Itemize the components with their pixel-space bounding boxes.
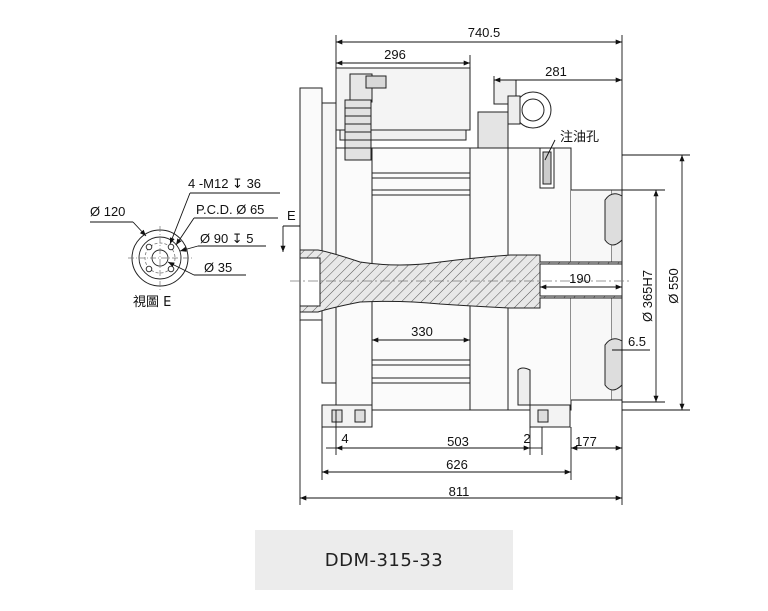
view-e-pcd: P.C.D. Ø 65 — [196, 202, 264, 217]
dim-top-left: 296 — [384, 47, 406, 62]
dim-6-5: 6.5 — [628, 334, 646, 349]
dim-503: 503 — [447, 434, 469, 449]
dim-177: 177 — [575, 434, 597, 449]
section-e-label: E — [287, 208, 296, 223]
dim-811: 811 — [449, 484, 470, 499]
model-label-box: DDM-315-33 — [255, 530, 513, 590]
dim-365: Ø 365H7 — [640, 270, 655, 322]
model-label: DDM-315-33 — [324, 549, 444, 571]
dim-626: 626 — [446, 457, 468, 472]
dim-330: 330 — [411, 324, 433, 339]
dimension-texts: 740.5 296 281 330 190 Ø 365H7 Ø 550 6.5 … — [287, 25, 681, 499]
view-e-dia-35: Ø 35 — [204, 260, 232, 275]
view-e-detail: 4 -M12 ↧ 36 Ø 120 P.C.D. Ø 65 Ø 90 ↧ 5 Ø… — [90, 176, 280, 310]
dim-550: Ø 550 — [666, 268, 681, 303]
oil-hole-label: 注油孔 — [560, 130, 599, 145]
view-e-bolt: 4 -M12 ↧ 36 — [188, 176, 261, 191]
view-e-caption: 視圖 E — [133, 295, 171, 310]
dimension-lines — [280, 35, 690, 505]
dim-190: 190 — [569, 271, 591, 286]
dim-overall-top: 740.5 — [468, 25, 501, 40]
shaft-section — [290, 249, 630, 313]
view-e-dia-120: Ø 120 — [90, 204, 125, 219]
dim-top-right: 281 — [545, 64, 567, 79]
view-e-dia-90: Ø 90 ↧ 5 — [200, 231, 254, 246]
dim-2: 2 — [523, 431, 530, 446]
main-body-outline — [299, 67, 623, 428]
dim-4: 4 — [341, 431, 348, 446]
